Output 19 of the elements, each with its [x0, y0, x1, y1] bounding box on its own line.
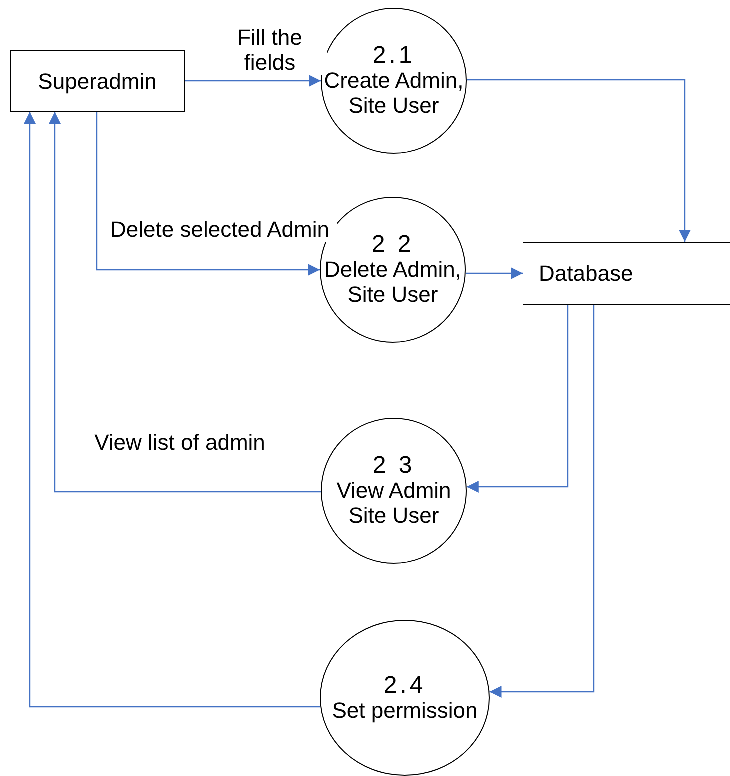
process-label: Delete Admin, Site User: [324, 257, 462, 307]
arrow: [96, 112, 320, 276]
arrow: [467, 79, 691, 242]
arrow: [466, 305, 569, 493]
entity-name: Superadmin: [38, 68, 157, 94]
process-label: View Admin Site User: [336, 478, 452, 528]
data-store: [523, 242, 730, 305]
arrow: [490, 305, 595, 698]
arrow: [185, 75, 321, 87]
arrow: [466, 268, 523, 280]
process-label: Set permission: [332, 698, 478, 722]
process-number: 2 3: [372, 454, 416, 478]
data-store-label: Database: [539, 261, 634, 286]
arrow: [24, 112, 321, 708]
entity-box: [10, 50, 185, 112]
arrow: [49, 112, 321, 493]
process-number: 2.1: [372, 44, 416, 68]
process-number: 2.4: [384, 674, 426, 698]
process-number: 2 2: [372, 233, 414, 257]
